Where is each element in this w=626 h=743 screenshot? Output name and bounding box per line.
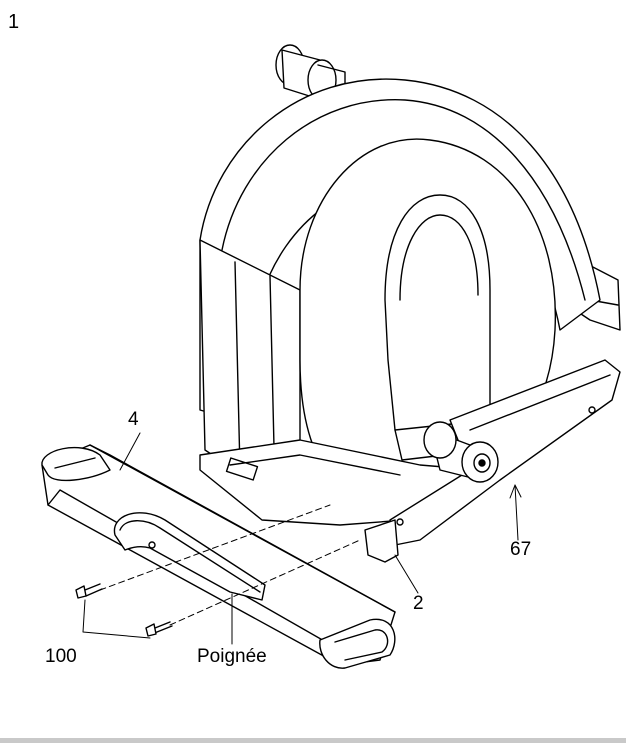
callout-handle: Poignée (197, 646, 267, 667)
callout-frame: 2 (413, 593, 424, 614)
callout-bolts: 100 (45, 646, 77, 667)
step-number: 1 (8, 11, 20, 33)
bottom-rule (0, 738, 626, 743)
frame-bracket (364, 519, 399, 563)
bolts (75, 583, 173, 637)
frame-rail (389, 359, 621, 546)
alignment-lines (99, 504, 361, 626)
callout-front-stabilizer: 4 (128, 409, 139, 430)
leader-lines (82, 432, 522, 645)
flywheel-slot (384, 194, 491, 431)
front-roller (423, 421, 499, 483)
callout-frame-rail: 67 (510, 539, 532, 560)
